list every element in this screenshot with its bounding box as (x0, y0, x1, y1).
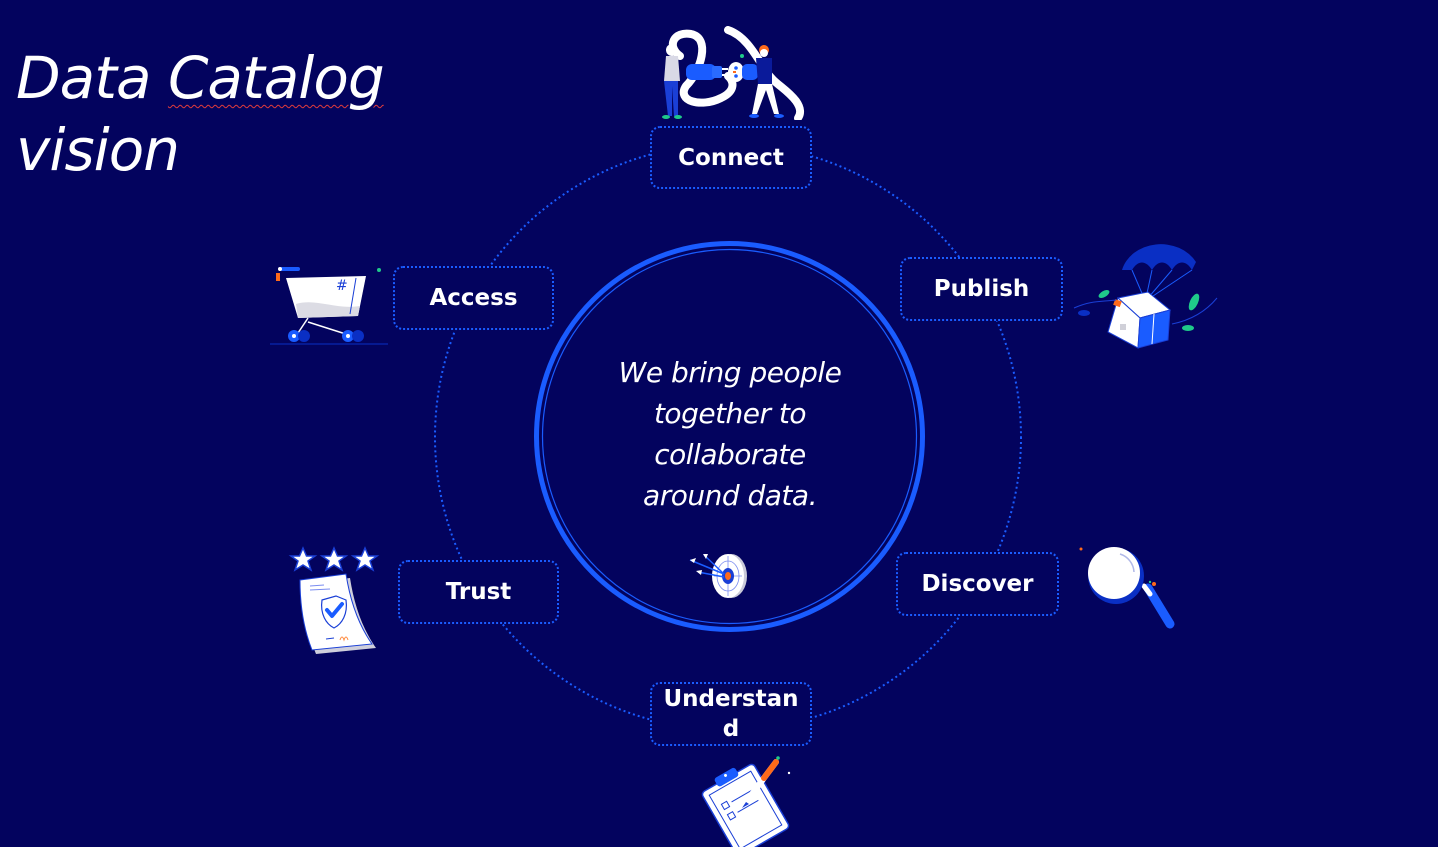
center-message: We bring people together to collaborate … (590, 352, 870, 516)
node-access[interactable]: Access (393, 266, 554, 330)
node-access-label: Access (429, 285, 518, 311)
node-discover-label: Discover (921, 571, 1034, 597)
node-publish[interactable]: Publish (900, 257, 1063, 321)
center-line-3: collaborate (654, 438, 806, 471)
node-trust[interactable]: Trust (398, 560, 559, 624)
node-understand[interactable]: Understand (650, 682, 812, 746)
title-word-vision: vision (16, 116, 180, 184)
node-connect-label: Connect (678, 144, 784, 171)
certificate-three-stars-icon (286, 544, 386, 656)
node-connect[interactable]: Connect (650, 126, 812, 189)
slide-title: Data Catalog vision (16, 42, 385, 186)
center-line-2: together to (653, 397, 807, 430)
node-publish-label: Publish (933, 276, 1030, 302)
parachute-package-icon (1072, 220, 1222, 354)
node-discover[interactable]: Discover (896, 552, 1059, 616)
center-line-4: around data. (643, 479, 817, 512)
clipboard-checklist-icon (696, 754, 800, 847)
magnifying-glass-icon (1076, 544, 1176, 634)
dartboard-target-icon (686, 550, 752, 602)
title-word-catalog: Catalog (167, 44, 385, 112)
plug-connect-people-icon (656, 26, 806, 120)
svg-text:#: # (336, 278, 348, 294)
center-line-1: We bring people (618, 356, 842, 389)
shopping-cart-icon: # (266, 264, 390, 346)
node-understand-label: Understand (663, 686, 799, 742)
node-trust-label: Trust (445, 579, 512, 605)
title-word-data: Data (16, 44, 151, 112)
